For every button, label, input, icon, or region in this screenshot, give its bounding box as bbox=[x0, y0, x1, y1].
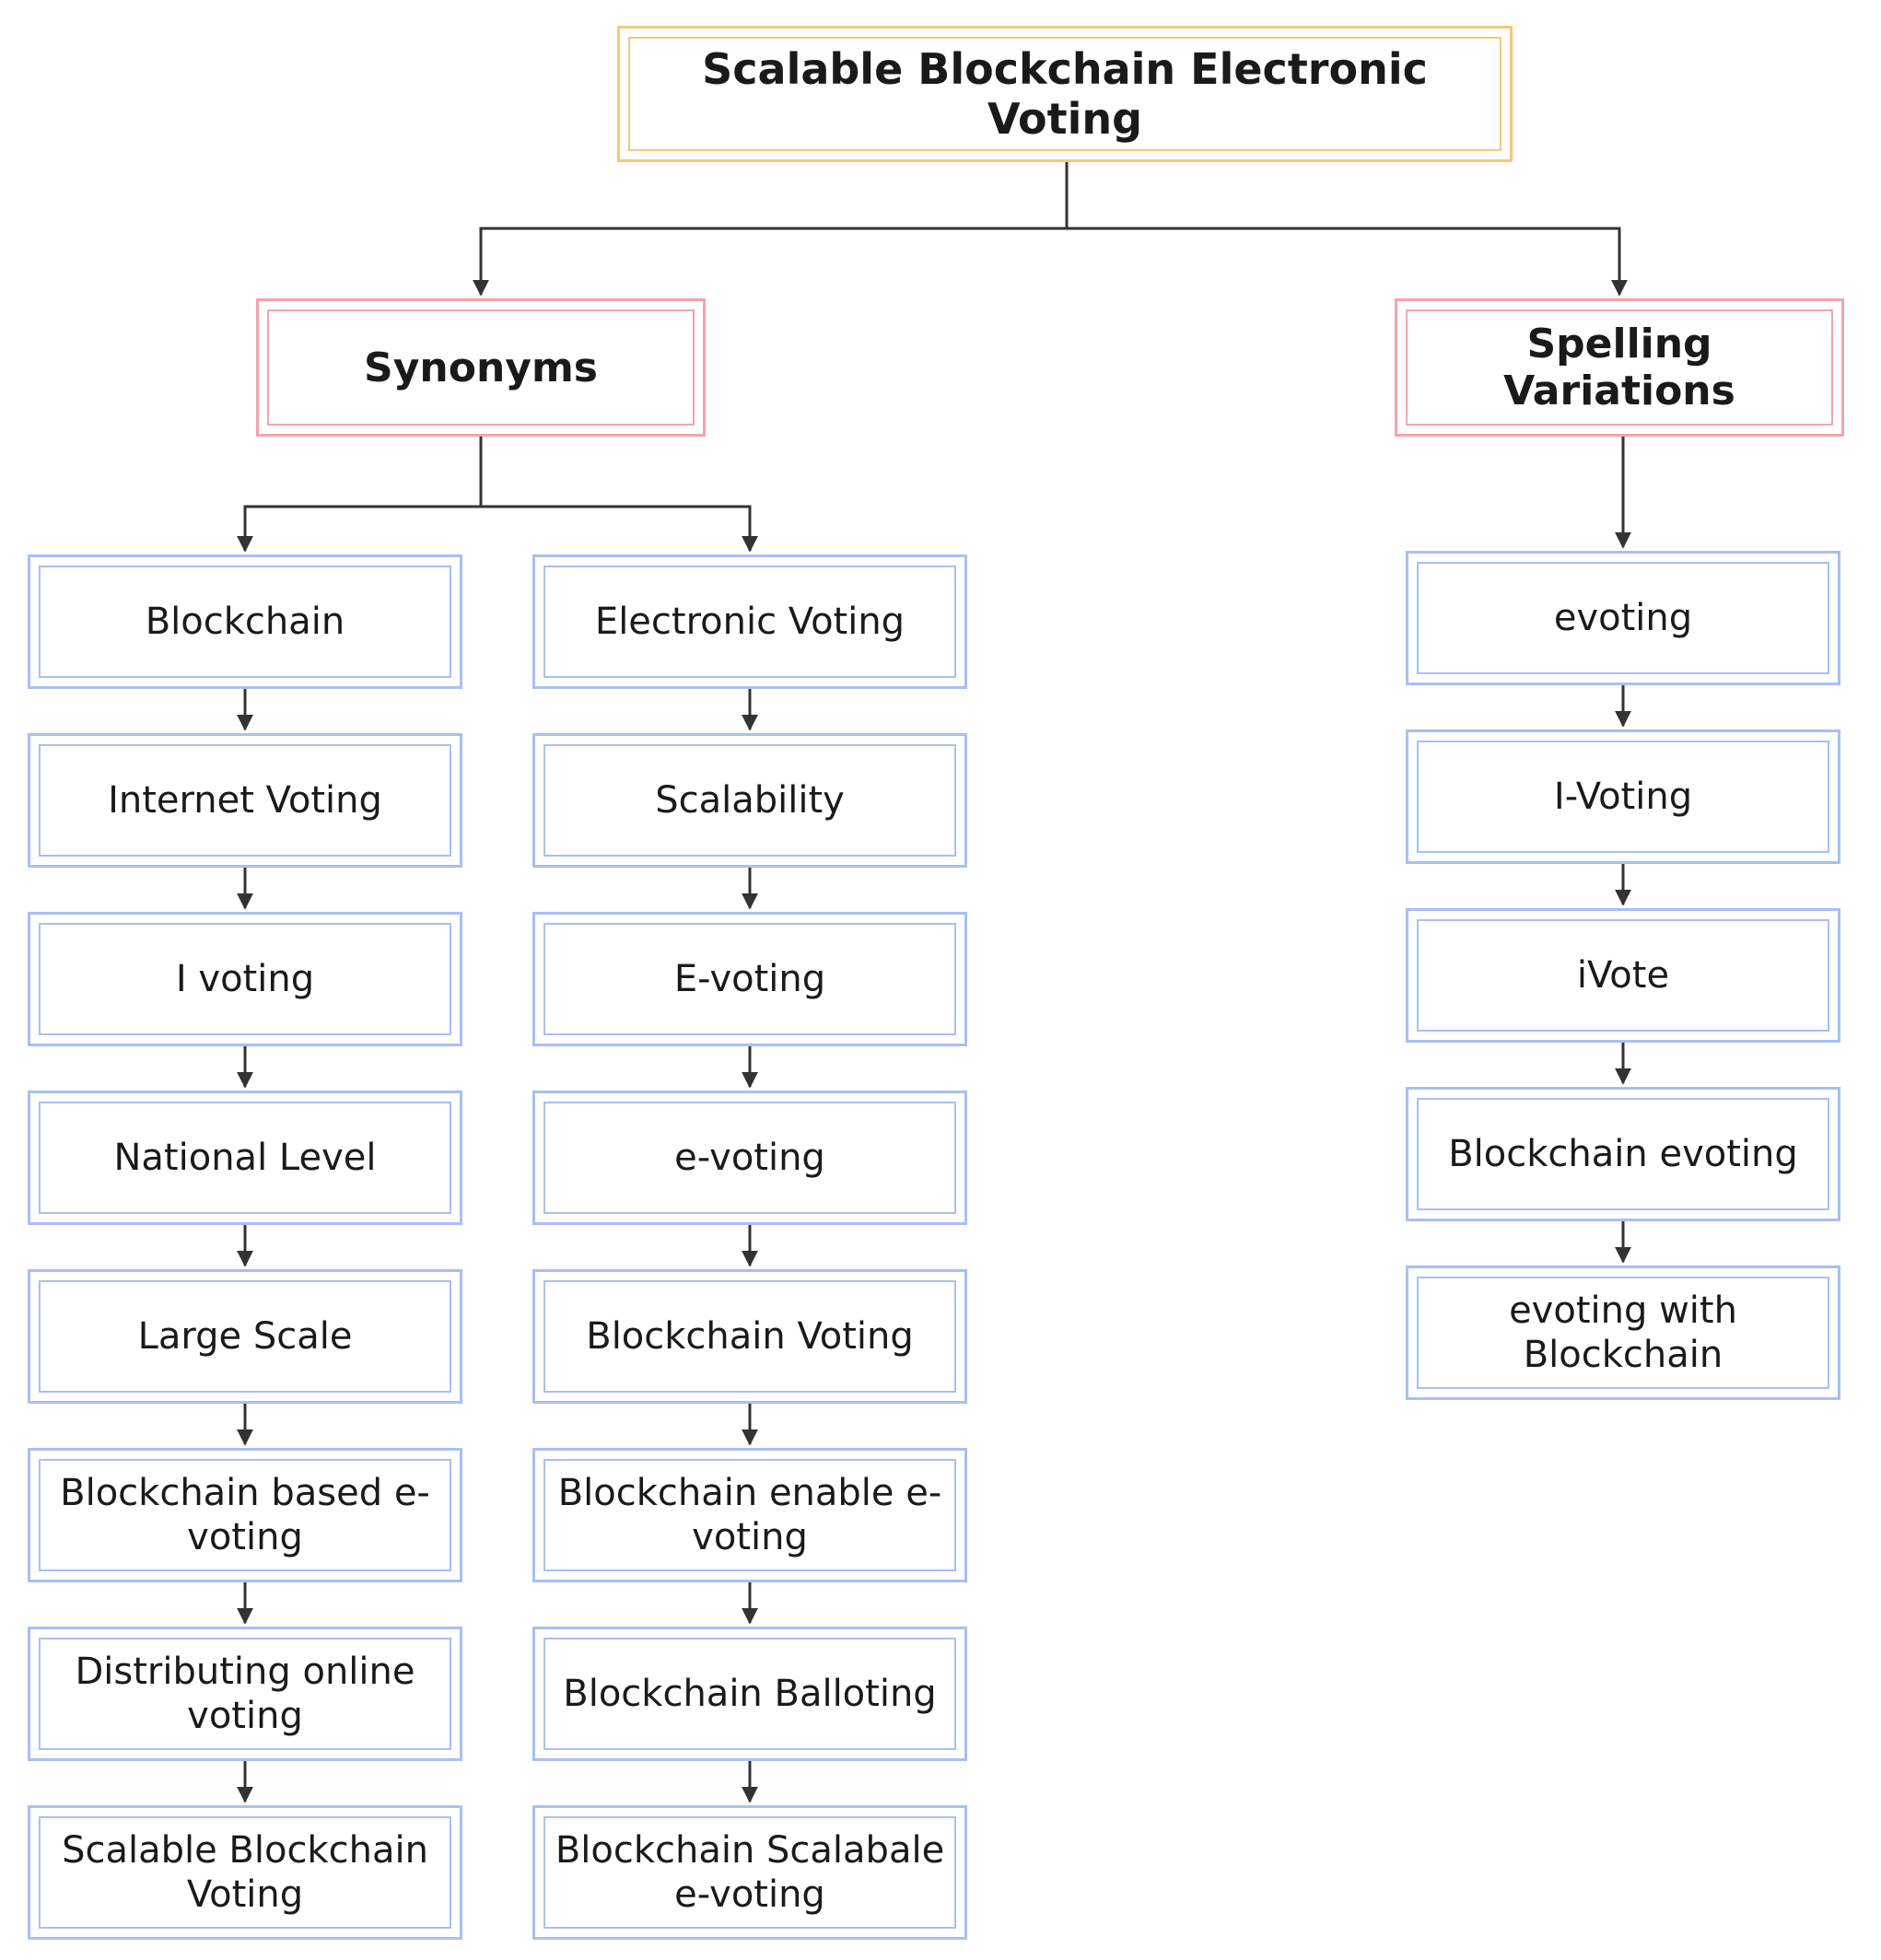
term-box-synonyms-left: Blockchain based e-voting bbox=[28, 1448, 462, 1582]
term-label: Distributing online voting bbox=[75, 1651, 415, 1737]
term-box-synonyms-left: Large Scale bbox=[28, 1269, 462, 1404]
term-box-synonyms-right: Electronic Voting bbox=[532, 554, 967, 689]
term-label: e-voting bbox=[674, 1137, 825, 1179]
arrow-synonyms-to-right-column bbox=[481, 505, 758, 553]
arrow-root-to-spelling bbox=[1067, 227, 1628, 297]
term-label: Blockchain based e-voting bbox=[60, 1472, 430, 1558]
term-box-spelling: I-Voting bbox=[1406, 729, 1840, 864]
term-label: I voting bbox=[175, 958, 315, 1000]
arrow-synonyms-to-left-column bbox=[237, 505, 481, 553]
term-label: Blockchain Scalabale e-voting bbox=[555, 1829, 945, 1916]
term-label: Blockchain Voting bbox=[586, 1315, 914, 1358]
term-box-synonyms-right: E-voting bbox=[532, 912, 967, 1046]
term-label: Blockchain bbox=[145, 601, 345, 643]
category-synonyms: Synonyms bbox=[256, 298, 706, 437]
category-spelling-variations: Spelling Variations bbox=[1395, 298, 1844, 437]
term-label: Scalable Blockchain Voting bbox=[62, 1829, 428, 1916]
term-label: Internet Voting bbox=[108, 779, 382, 822]
root-label: Scalable Blockchain Electronic Voting bbox=[702, 44, 1428, 144]
category-spelling-label: Spelling Variations bbox=[1503, 321, 1735, 414]
term-label: Blockchain Balloting bbox=[563, 1673, 937, 1715]
term-label: National Level bbox=[113, 1137, 377, 1179]
term-label: Blockchain evoting bbox=[1448, 1133, 1798, 1175]
term-box-synonyms-right: Blockchain enable e-voting bbox=[532, 1448, 967, 1582]
term-box-synonyms-left: Blockchain bbox=[28, 554, 462, 689]
term-box-synonyms-right: Blockchain Balloting bbox=[532, 1627, 967, 1761]
term-box-synonyms-right: Blockchain Voting bbox=[532, 1269, 967, 1404]
arrow-root-to-synonyms bbox=[473, 227, 1067, 297]
term-box-spelling: evoting bbox=[1406, 551, 1840, 685]
term-box-spelling: evoting with Blockchain bbox=[1406, 1266, 1840, 1400]
term-box-spelling: Blockchain evoting bbox=[1406, 1087, 1840, 1221]
term-label: evoting with Blockchain bbox=[1509, 1289, 1737, 1376]
term-label: evoting bbox=[1553, 597, 1693, 639]
term-box-synonyms-left: Scalable Blockchain Voting bbox=[28, 1805, 462, 1940]
root-node: Scalable Blockchain Electronic Voting bbox=[617, 26, 1513, 162]
term-box-synonyms-left: Distributing online voting bbox=[28, 1627, 462, 1761]
term-box-synonyms-right: e-voting bbox=[532, 1091, 967, 1225]
term-label: Large Scale bbox=[137, 1315, 353, 1358]
term-box-synonyms-left: I voting bbox=[28, 912, 462, 1046]
term-label: Blockchain enable e-voting bbox=[557, 1472, 942, 1558]
term-label: Electronic Voting bbox=[594, 601, 905, 643]
term-box-synonyms-right: Blockchain Scalabale e-voting bbox=[532, 1805, 967, 1940]
term-label: I-Voting bbox=[1553, 776, 1693, 818]
term-box-synonyms-left: Internet Voting bbox=[28, 733, 462, 868]
term-box-synonyms-right: Scalability bbox=[532, 733, 967, 868]
term-label: iVote bbox=[1576, 954, 1670, 997]
term-box-spelling: iVote bbox=[1406, 908, 1840, 1043]
term-label: Scalability bbox=[655, 779, 845, 822]
category-synonyms-label: Synonyms bbox=[364, 344, 598, 391]
term-box-synonyms-left: National Level bbox=[28, 1091, 462, 1225]
term-label: E-voting bbox=[673, 958, 826, 1000]
